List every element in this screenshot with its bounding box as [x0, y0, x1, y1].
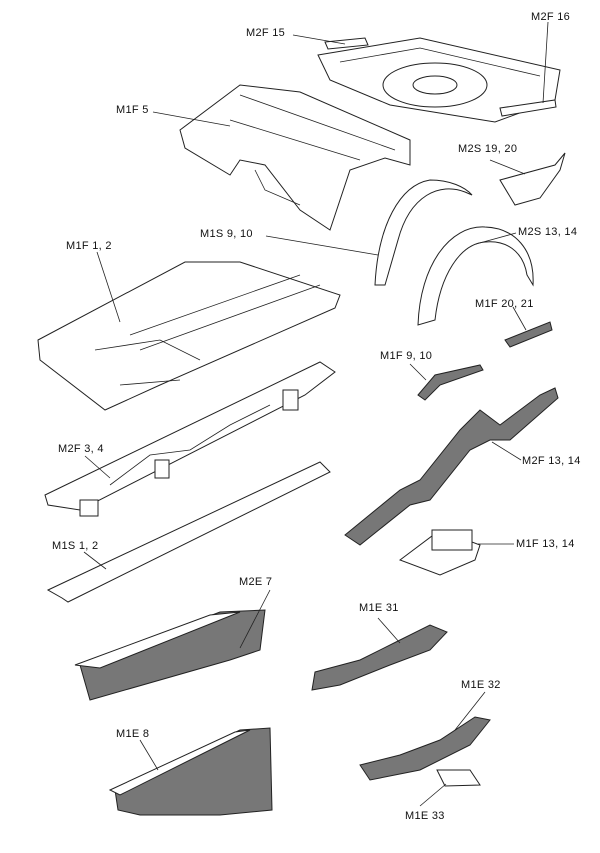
label-m2f-15: M2F 15 — [246, 27, 286, 39]
leader-lines — [83, 21, 549, 807]
label-m1f-5: M1F 5 — [116, 104, 149, 116]
label-m1e-32: M1E 32 — [461, 679, 501, 691]
label-m1e-8: M1E 8 — [116, 728, 150, 740]
part-m2f-3-4 — [44, 361, 336, 517]
label-m1f-13-14: M1F 13, 14 — [516, 538, 575, 550]
part-m1e-33 — [436, 769, 481, 787]
label-m1s-1-2: M1S 1, 2 — [52, 540, 99, 552]
label-m2f-13-14: M2F 13, 14 — [522, 455, 581, 467]
label-m2e-7: M2E 7 — [239, 576, 273, 588]
label-m2s-13-14: M2S 13, 14 — [518, 226, 578, 238]
part-m1f-1-2 — [37, 261, 341, 411]
part-m2s-13-14 — [417, 226, 534, 326]
label-m2f-3-4: M2F 3, 4 — [58, 443, 104, 455]
part-m2e-7 — [74, 609, 266, 701]
part-m1f-20-21 — [504, 321, 553, 348]
part-m1f-9-10 — [417, 364, 484, 401]
label-m2f-16: M2F 16 — [531, 11, 571, 23]
label-m1f-20-21: M1F 20, 21 — [475, 298, 534, 310]
part-m1s-9-10 — [374, 179, 473, 286]
part-m1e-31 — [311, 624, 448, 691]
label-m1s-9-10: M1S 9, 10 — [200, 228, 253, 240]
part-m1f-13-14 — [398, 529, 481, 576]
part-m2s-19-20 — [499, 152, 566, 206]
label-m1e-33: M1E 33 — [405, 810, 445, 822]
part-m2f-15 — [324, 37, 369, 50]
label-m1f-9-10: M1F 9, 10 — [380, 350, 433, 362]
label-m2s-19-20: M2S 19, 20 — [458, 143, 518, 155]
rear-floor-panel — [317, 37, 561, 123]
label-m1e-31: M1E 31 — [359, 602, 399, 614]
part-m2f-16 — [499, 99, 557, 117]
label-m1f-1-2: M1F 1, 2 — [66, 240, 112, 252]
part-m1f-5 — [179, 84, 411, 231]
part-m2f-13-14 — [344, 387, 559, 546]
part-m1s-1-2 — [46, 461, 331, 603]
part-m1e-8 — [108, 727, 273, 816]
part-m1e-32 — [359, 716, 491, 781]
